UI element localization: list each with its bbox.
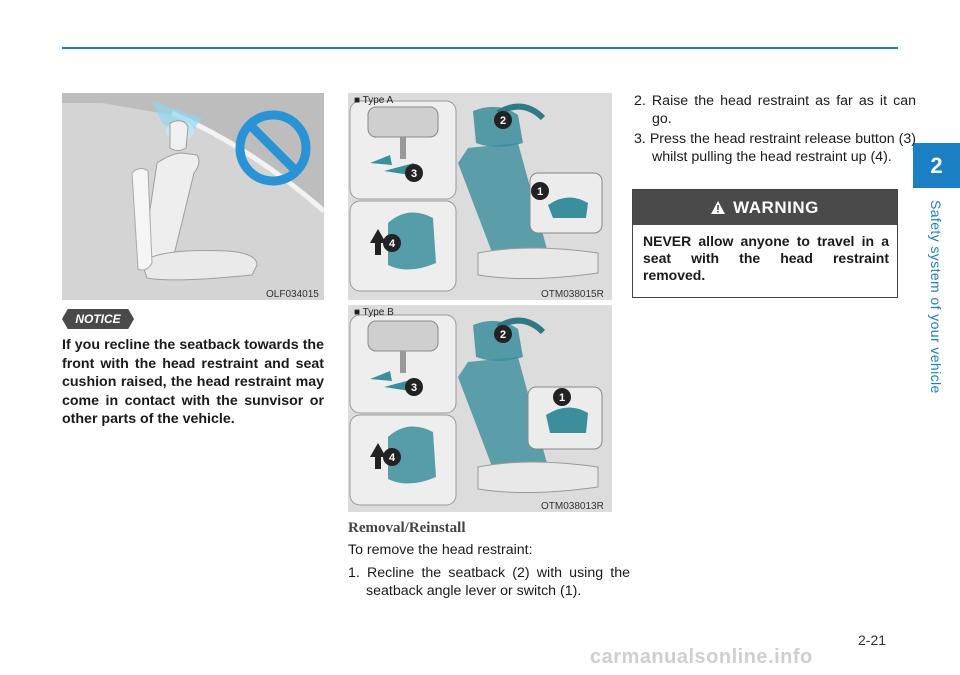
callout-2: 2 <box>500 115 506 127</box>
type-b-label: ■ Type B <box>354 307 394 318</box>
chapter-number-tab: 2 <box>913 143 960 188</box>
callout-1: 1 <box>537 186 543 198</box>
callout-3: 3 <box>411 168 417 180</box>
recline-drawing <box>62 93 324 300</box>
type-b-drawing: 1 2 3 4 <box>348 305 612 512</box>
notice-text: If you recline the seatback towards the … <box>62 337 324 427</box>
warning-text: NEVER allow anyone to travel in a seat w… <box>643 233 889 283</box>
removal-step-2: 2. Raise the head restraint as far as it… <box>634 93 916 127</box>
callout-1: 1 <box>559 392 565 404</box>
callout-4: 4 <box>389 452 396 464</box>
header-rule <box>62 47 898 49</box>
figure-code: OTM038013R <box>541 501 604 512</box>
figure-code: OTM038015R <box>541 289 604 300</box>
warning-title: WARNING <box>733 197 819 217</box>
removal-intro: To remove the head restraint: <box>348 542 533 558</box>
recline-illustration <box>62 93 324 300</box>
figure-code: OLF034015 <box>266 289 319 300</box>
type-a-label: ■ Type A <box>354 95 394 106</box>
type-a-illustration: 1 2 3 4 <box>348 93 612 300</box>
warning-triangle-icon <box>711 201 726 214</box>
warning-box: WARNING NEVER allow anyone to travel in … <box>632 189 898 298</box>
removal-step-1: 1. Recline the seatback (2) with using t… <box>348 565 630 599</box>
callout-2: 2 <box>500 329 506 341</box>
type-a-drawing: 1 2 3 4 <box>348 93 612 300</box>
callout-4: 4 <box>389 238 396 250</box>
removal-step-3: 3. Press the head restraint release butt… <box>634 131 916 165</box>
section-title: Removal/Reinstall <box>348 520 466 536</box>
warning-header: WARNING <box>633 190 897 225</box>
watermark: carmanualsonline.info <box>590 646 813 668</box>
callout-3: 3 <box>411 382 417 394</box>
page-number: 2-21 <box>858 632 887 648</box>
chapter-title: Safety system of your vehicle <box>928 200 944 394</box>
notice-badge: NOTICE <box>62 309 134 329</box>
type-b-illustration: 1 2 3 4 <box>348 305 612 512</box>
